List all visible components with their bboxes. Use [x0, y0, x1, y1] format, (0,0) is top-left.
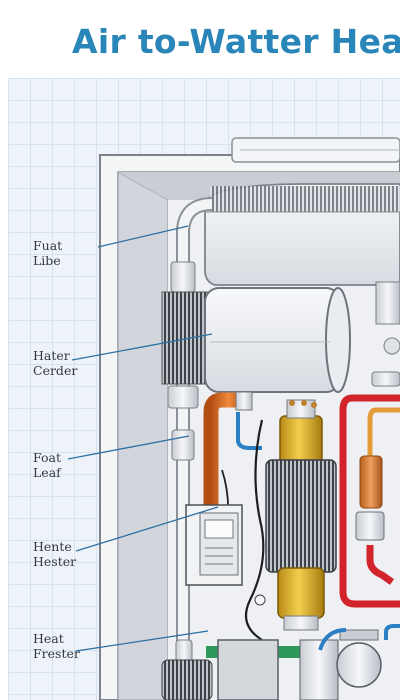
- callout-line-2: Frester: [33, 646, 80, 661]
- callout-label: Foat Leaf: [33, 450, 61, 480]
- blue-sensor-wire: [236, 412, 262, 450]
- side-heat-exchanger-fins: [161, 291, 209, 385]
- callout-line-1: Hater: [33, 348, 70, 363]
- white-tank-cylinder: [204, 287, 351, 393]
- copper-refrigerant-line: [355, 407, 400, 585]
- top-fan-guard: [231, 137, 400, 163]
- callout-line-1: Hente: [33, 539, 72, 554]
- callout-line-2: Hester: [33, 554, 77, 569]
- left-vertical-pipe: [167, 197, 213, 690]
- orange-hot-pipe: [203, 391, 253, 505]
- callout-line-2: Libe: [33, 253, 61, 268]
- control-cable: [244, 419, 265, 641]
- yellow-heat-exchanger: [265, 399, 337, 631]
- control-box: [185, 504, 243, 586]
- callout-line-2: Cerder: [33, 363, 78, 378]
- right-valve-fittings: [371, 281, 400, 387]
- callout-line-2: Leaf: [33, 465, 61, 480]
- callout-label: Hente Hester: [33, 539, 76, 569]
- diagram-title: Air to-Watter Heat: [72, 22, 400, 61]
- callout-line-1: Foat: [33, 450, 61, 465]
- fan-housing: [204, 183, 400, 286]
- callout-leaders: [67, 225, 219, 652]
- callout-line-1: Fuat: [33, 238, 63, 253]
- callout-label: Hater Cerder: [33, 348, 77, 378]
- callout-label: Heat Frester: [33, 631, 80, 661]
- bottom-pump-assembly: [161, 594, 400, 700]
- callout-label: Fuat Libe: [33, 238, 62, 268]
- callout-line-1: Heat: [33, 631, 64, 646]
- red-water-loop: [339, 394, 400, 608]
